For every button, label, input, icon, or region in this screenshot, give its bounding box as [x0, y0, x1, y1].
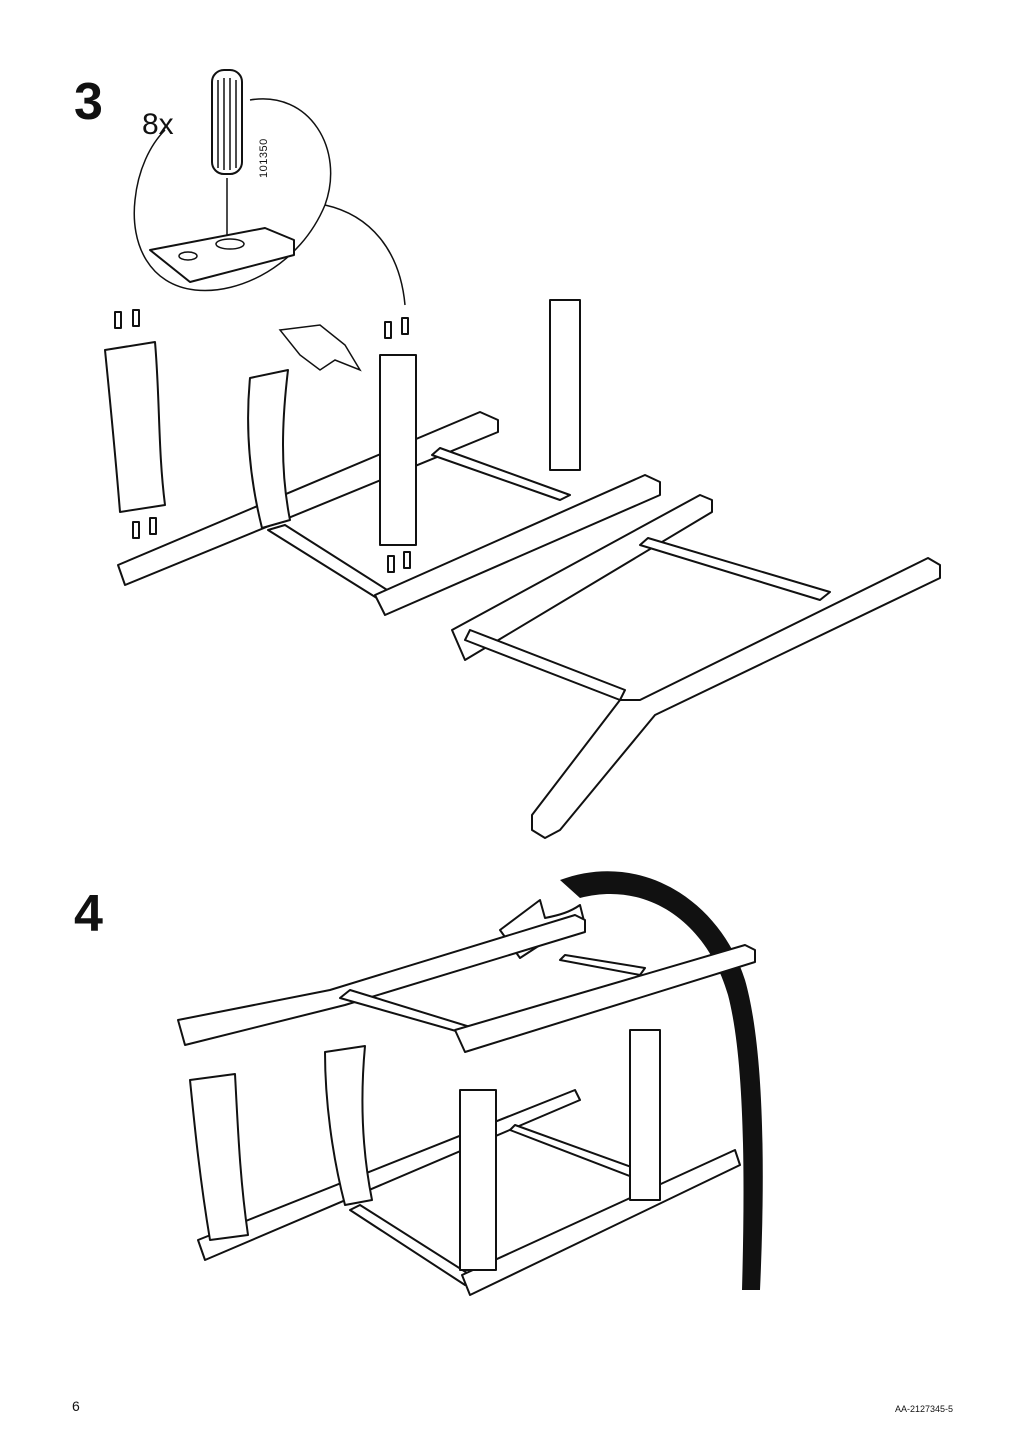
step-3-number: 3 [74, 73, 103, 131]
page-number: 6 [72, 1398, 80, 1414]
step-4-number: 4 [74, 885, 103, 943]
back-frame [104, 299, 661, 616]
dowel-icon [211, 69, 243, 240]
inverted-seat-frame [177, 914, 756, 1053]
document-code: AA-2127345-5 [895, 1404, 954, 1414]
inverted-back-frame [189, 1029, 741, 1296]
quantity-label: 8x [142, 108, 174, 141]
flip-arrow-icon [499, 871, 763, 1290]
detail-callout [133, 69, 406, 306]
step-3-illustration [104, 69, 941, 839]
pointing-hand-icon [278, 324, 362, 372]
seat-frame [451, 494, 941, 839]
